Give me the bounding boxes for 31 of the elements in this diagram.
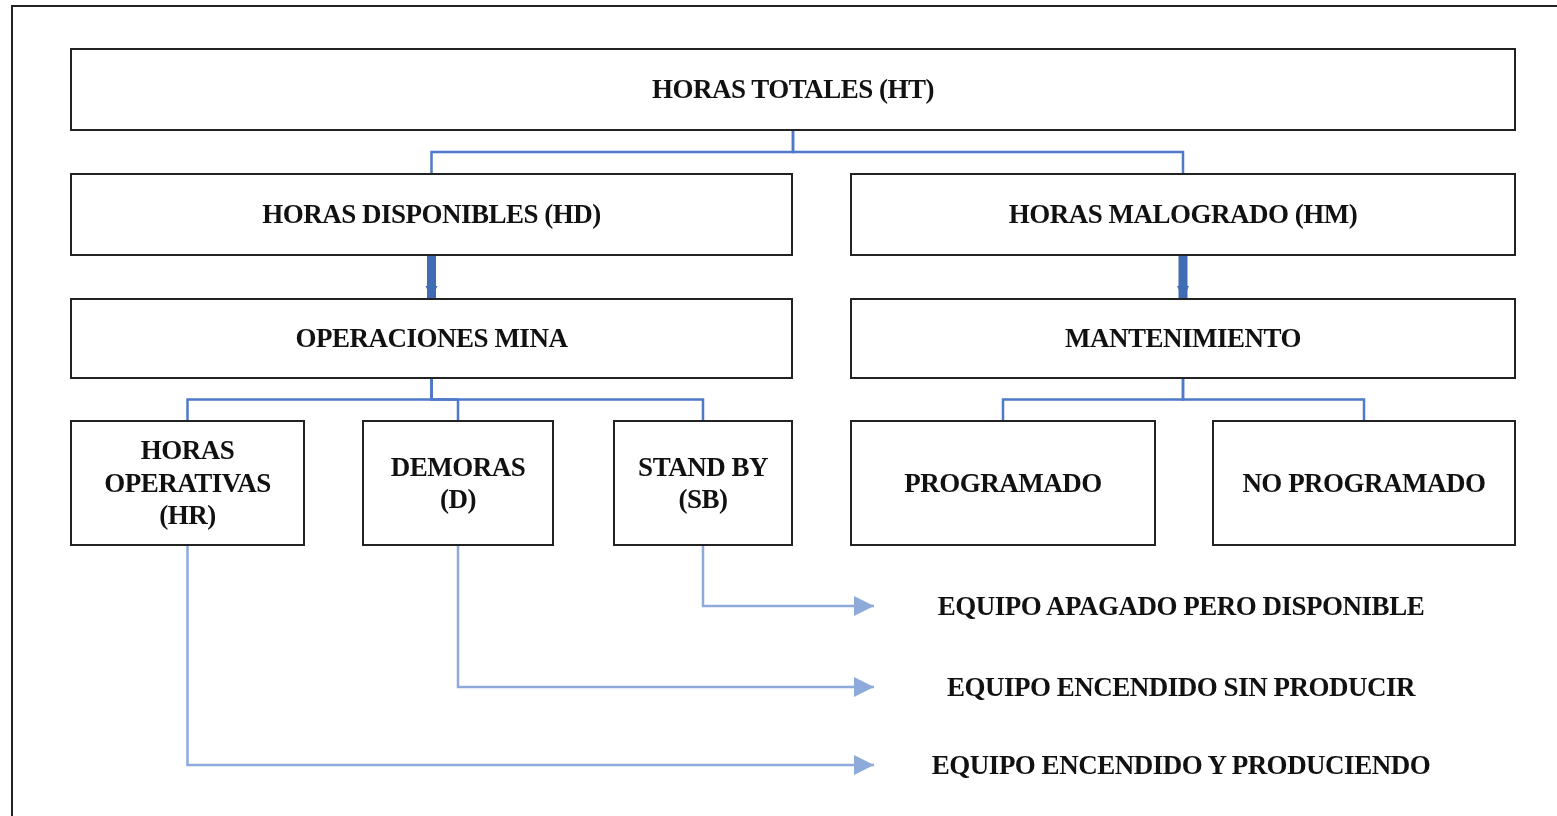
box-label: STAND BY (SB) — [637, 450, 769, 516]
box-label: HORAS TOTALES (HT) — [651, 73, 935, 106]
box-label: NO PROGRAMADO — [1241, 466, 1487, 500]
bracket-line — [791, 131, 1185, 173]
box-label: MANTENIMIENTO — [1065, 322, 1301, 355]
box-label: HORAS MALOGRADO (HM) — [1008, 198, 1358, 231]
process-box — [70, 298, 793, 379]
box-label: OPERACIONES MINA — [295, 322, 568, 355]
box-label: DEMORAS (D) — [389, 450, 527, 516]
box-label: HORAS OPERATIVAS (HR) — [103, 434, 272, 532]
bracket-line — [430, 379, 705, 420]
arrow — [425, 256, 438, 298]
description-text: EQUIPO ENCENDIDO Y PRODUCIENDO — [931, 748, 1431, 782]
process-box — [1212, 420, 1516, 546]
process-box — [850, 298, 1516, 379]
process-box — [70, 420, 305, 546]
process-box — [362, 420, 554, 546]
description-text: EQUIPO APAGADO PERO DISPONIBLE — [937, 589, 1425, 623]
bracket-line — [1181, 379, 1366, 420]
arrow — [456, 546, 874, 697]
arrow — [1177, 256, 1189, 298]
process-box — [850, 420, 1156, 546]
process-box — [613, 420, 793, 546]
process-box — [70, 173, 793, 256]
process-box — [850, 173, 1516, 256]
box-label: HORAS DISPONIBLES (HD) — [262, 198, 601, 231]
process-box — [70, 48, 1516, 131]
arrow — [186, 546, 874, 775]
arrow — [701, 546, 874, 616]
description-text: EQUIPO ENCENDIDO SIN PRODUCIR — [947, 670, 1415, 704]
box-label: PROGRAMADO — [903, 466, 1103, 500]
